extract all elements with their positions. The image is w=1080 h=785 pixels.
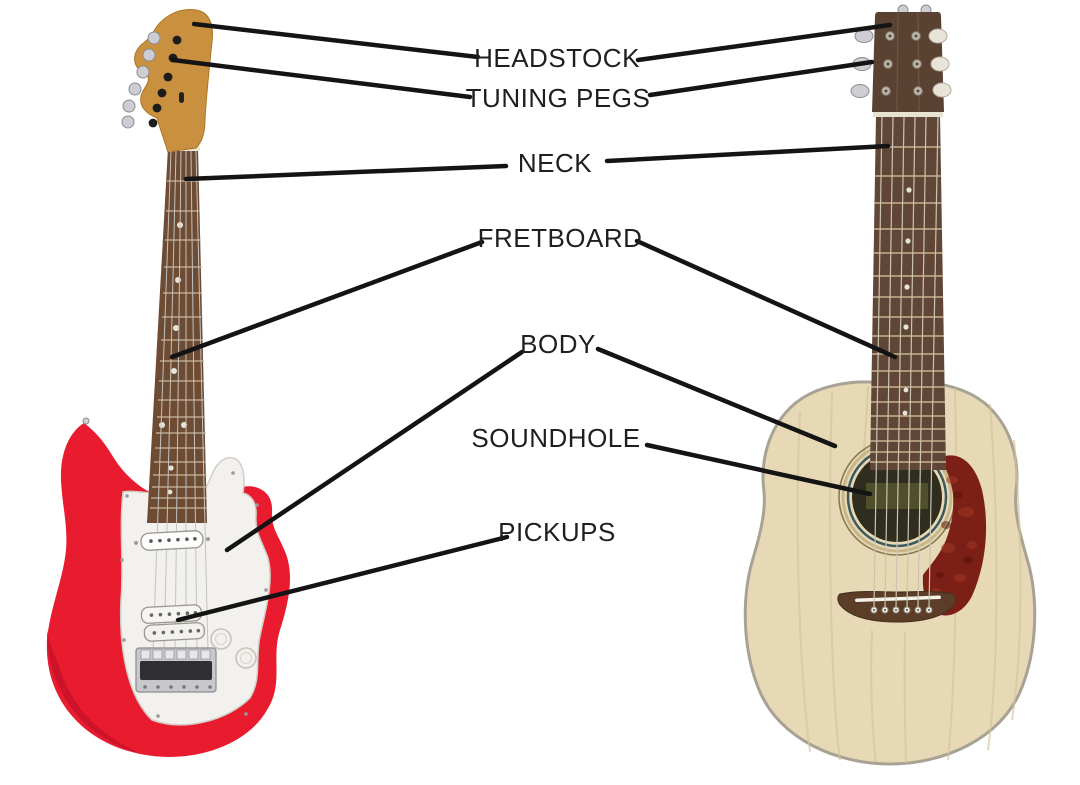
electric-guitar-image (46, 9, 291, 757)
label-tuning-pegs: TUNING PEGS (465, 83, 651, 113)
neck-single-coil-pickup (134, 530, 210, 551)
leader-fretboard-electric (169, 239, 485, 360)
label-fretboard: FRETBOARD (477, 223, 643, 253)
label-body: BODY (520, 329, 596, 359)
leader-fretboard-acoustic (634, 238, 898, 360)
label-pickups: PICKUPS (498, 517, 616, 547)
string-tree (179, 92, 184, 103)
acoustic-guitar-strings (873, 116, 939, 609)
leader-tuning-pegs-electric (170, 57, 473, 100)
acoustic-inlay-dots (902, 187, 912, 416)
leader-soundhole-acoustic (644, 442, 873, 497)
control-knobs (210, 628, 257, 669)
leader-tuning-pegs-acoustic (647, 59, 875, 98)
electric-guitar-bridge (135, 647, 217, 693)
leader-neck-acoustic (604, 143, 891, 164)
label-headstock: HEADSTOCK (474, 43, 640, 73)
leader-pickups-electric (175, 534, 510, 623)
acoustic-guitar-headstock (850, 4, 952, 112)
leader-body-acoustic (595, 346, 838, 449)
acoustic-guitar-pickguard (922, 455, 987, 616)
leader-headstock-electric (191, 21, 481, 60)
acoustic-guitar-bridge (837, 591, 957, 623)
leader-headstock-acoustic (635, 22, 893, 63)
leader-lines (169, 21, 898, 623)
label-neck: NECK (517, 148, 593, 178)
leader-body-electric (224, 349, 525, 553)
acoustic-fret-wires (870, 146, 946, 463)
acoustic-nut (873, 112, 943, 117)
pickguard-screws (120, 471, 268, 718)
electric-guitar-strings (152, 150, 209, 653)
saddle (855, 595, 941, 602)
label-soundhole: SOUNDHOLE (471, 423, 641, 453)
leader-neck-electric (183, 163, 509, 182)
electric-guitar-body-shadow (46, 630, 140, 753)
acoustic-guitar-image (743, 4, 1037, 766)
strap-button (82, 417, 90, 425)
fret-wires (150, 180, 207, 509)
electric-guitar-headstock (121, 9, 213, 153)
